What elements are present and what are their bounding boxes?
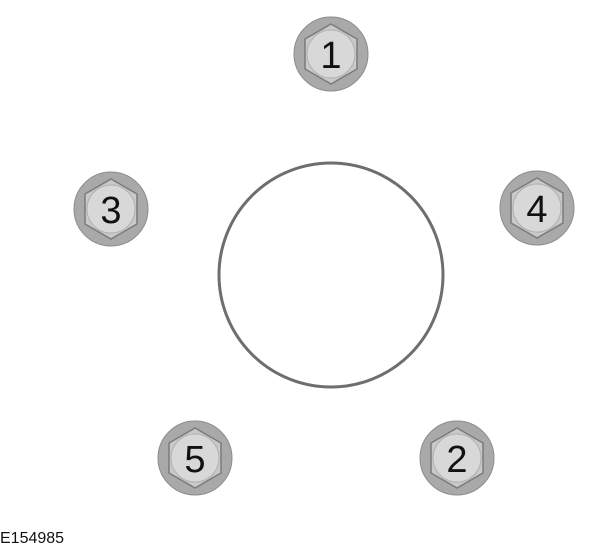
lug-nut-label: 2 (446, 439, 467, 481)
lug-nuts-group: 1 2 3 4 5 (73, 16, 575, 496)
wheel-hub-circle (217, 161, 445, 389)
figure-code: E154985 (0, 530, 65, 547)
lug-nut-4: 4 (499, 170, 575, 246)
lug-nut-face (86, 184, 136, 234)
lug-nut-label: 5 (184, 439, 205, 481)
lug-nut-label: 1 (320, 35, 341, 77)
lug-nut-label: 3 (100, 190, 121, 232)
lug-nut-face (512, 183, 562, 233)
lug-nut-1: 1 (293, 16, 369, 92)
lug-nut-face (170, 433, 220, 483)
lug-nut-face (432, 433, 482, 483)
lug-nut-3: 3 (73, 171, 149, 247)
lug-nut-5: 5 (157, 420, 233, 496)
lug-nut-face (306, 29, 356, 79)
lug-nut-label: 4 (526, 189, 547, 231)
lug-nut-2: 2 (419, 420, 495, 496)
